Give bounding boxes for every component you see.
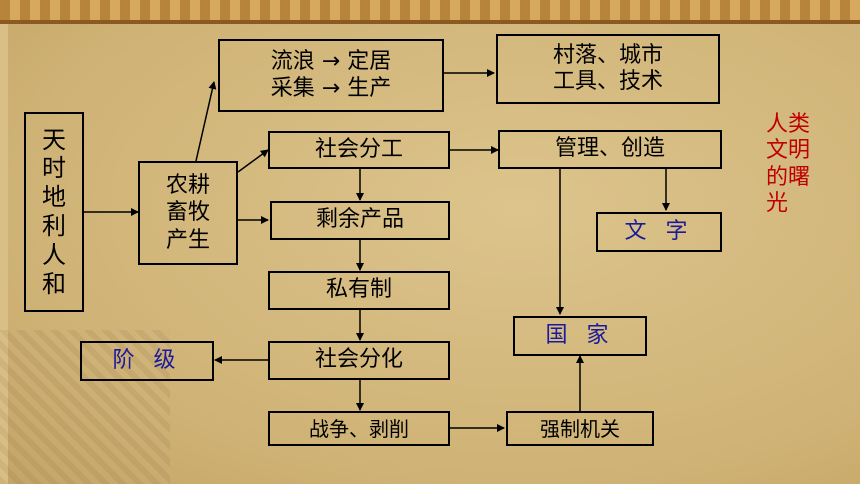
node-guanli-label: 管理、创造 bbox=[554, 136, 665, 162]
node-zhanzheng-label: 战争、剥削 bbox=[309, 416, 409, 441]
decorative-border bbox=[0, 0, 860, 20]
caption-renlei-wenming: 人类文明的曙光 bbox=[766, 112, 811, 217]
node-caiji-line: 采集 → 生产 bbox=[270, 75, 392, 101]
node-nonggeng-line-3: 产生 bbox=[165, 227, 210, 253]
node-guojia-label: 国 家 bbox=[545, 322, 615, 348]
node-guojia: 国 家 bbox=[513, 316, 647, 356]
node-shehui-fenhua: 社会分化 bbox=[268, 341, 450, 380]
node-liulang-line: 流浪 → 定居 bbox=[270, 49, 392, 75]
node-cunluo-line: 村落、城市 bbox=[552, 42, 663, 68]
node-siyou-label: 私有制 bbox=[325, 277, 392, 303]
arrow-nonggeng-to-liulang bbox=[195, 81, 217, 162]
node-tianshi-label: 天时地利人和 bbox=[42, 125, 66, 298]
node-zhanzheng-boxue: 战争、剥削 bbox=[268, 411, 450, 446]
node-shehui-fengong-label: 社会分工 bbox=[314, 136, 403, 162]
node-nonggeng-line-2: 畜牧 bbox=[165, 200, 210, 226]
border-line bbox=[0, 20, 860, 24]
node-tianshi-dili-renhe: 天时地利人和 bbox=[24, 112, 84, 312]
node-jieji: 阶 级 bbox=[80, 341, 214, 381]
node-shengyu-label: 剩余产品 bbox=[315, 207, 404, 233]
decorative-corner bbox=[0, 330, 170, 484]
arrow-nonggeng-to-fengong bbox=[237, 149, 269, 173]
node-shehui-fengong: 社会分工 bbox=[268, 131, 450, 169]
node-shehui-fenhua-label: 社会分化 bbox=[314, 347, 403, 373]
node-nonggeng-line-1: 农耕 bbox=[165, 172, 210, 198]
node-qiangzhi-jiguan: 强制机关 bbox=[506, 411, 654, 446]
node-wenzi-label: 文 字 bbox=[624, 218, 694, 244]
node-wenzi: 文 字 bbox=[596, 212, 722, 252]
node-guanli-chuangzao: 管理、创造 bbox=[498, 130, 722, 169]
node-liulang-caiji: 流浪 → 定居 采集 → 生产 bbox=[218, 39, 444, 112]
node-shengyu-chanpin: 剩余产品 bbox=[270, 201, 450, 240]
node-jieji-label: 阶 级 bbox=[112, 347, 182, 373]
node-qiangzhi-label: 强制机关 bbox=[540, 416, 620, 441]
node-cunluo-gongju: 村落、城市 工具、技术 bbox=[496, 34, 720, 104]
node-nonggeng-xumu-chansheng: 农耕 畜牧 产生 bbox=[138, 161, 238, 265]
node-gongju-line: 工具、技术 bbox=[552, 69, 663, 94]
node-siyouzhi: 私有制 bbox=[268, 271, 450, 310]
